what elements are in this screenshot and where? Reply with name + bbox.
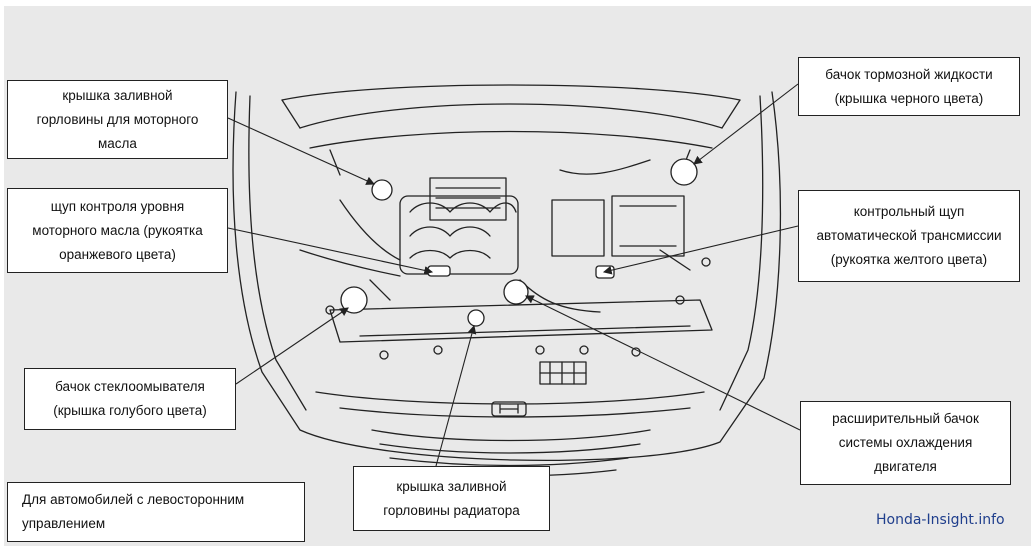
cowl-top (299, 103, 723, 129)
grille-top (371, 429, 651, 442)
leader-oil-dipstick (227, 227, 434, 275)
callout-washer-reservoir: бачок стеклоомывателя (крышка голубого ц… (24, 368, 236, 430)
leader-washer-reservoir (235, 307, 349, 385)
callout-brake-fluid-reservoir: бачок тормозной жидкости (крышка черного… (798, 57, 1020, 116)
leader-radiator-cap (435, 324, 477, 467)
leader-coolant-reservoir (525, 295, 801, 431)
leader-oil-filler-cap (227, 117, 376, 185)
radiator-cap (467, 309, 485, 327)
battery-box (611, 195, 685, 257)
callout-coolant-reservoir: расширительный бачок системы охлаждения … (800, 401, 1011, 485)
cowl-bottom (309, 130, 713, 149)
leader-brake-fluid (693, 83, 799, 165)
callout-lhd-note: Для автомобилей с левосторонним управлен… (7, 482, 305, 542)
oil-filler-cap (371, 179, 393, 201)
coolant-reservoir-cap (503, 279, 529, 305)
fuse-box (551, 199, 605, 257)
watermark: Honda-Insight.info (876, 512, 1005, 528)
front-crossmember (329, 299, 713, 343)
hood-hinge-line (281, 84, 741, 101)
emblem (491, 401, 527, 417)
callout-oil-dipstick: щуп контроля уровня моторного масла (рук… (7, 188, 228, 273)
leader-atf-dipstick (602, 225, 799, 275)
oil-dipstick-handle (427, 265, 451, 277)
radiator-support (315, 391, 705, 405)
callout-atf-dipstick: контрольный щуп автоматической трансмисс… (798, 190, 1020, 282)
brake-fluid-cap (670, 158, 698, 186)
left-fender-inner (248, 95, 307, 411)
fender-outline (232, 91, 782, 462)
callout-oil-filler-cap: крышка заливной горловины для моторного … (7, 80, 228, 159)
callout-radiator-cap: крышка заливной горловины радиатора (353, 466, 550, 531)
washer-reservoir-cap (340, 286, 368, 314)
engine-block (399, 195, 519, 275)
intake-manifold (429, 177, 507, 221)
right-fender-inner (719, 95, 764, 411)
